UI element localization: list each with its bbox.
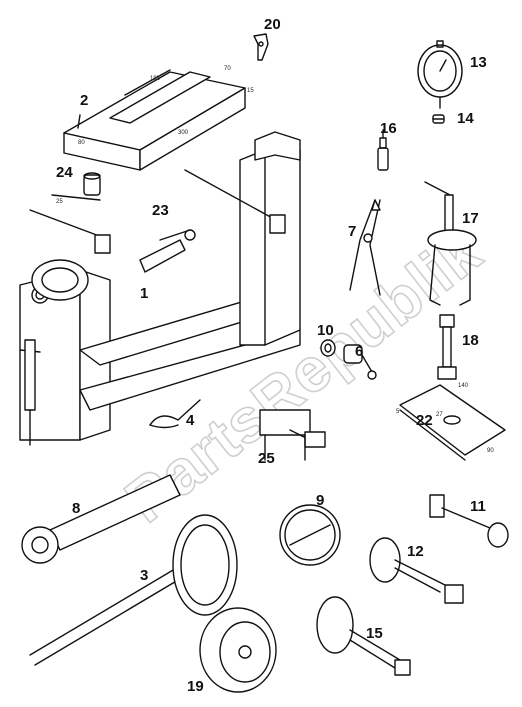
flange-tool <box>316 596 411 676</box>
engine-stand-frame <box>19 131 301 446</box>
label-part-11: 11 <box>470 498 486 515</box>
shaft-tool <box>429 494 509 548</box>
degree-disc <box>279 504 341 566</box>
dim-block-length-bottom: 300 <box>178 130 189 136</box>
label-part-1: 1 <box>140 285 148 302</box>
wooden-block <box>63 69 246 171</box>
clamp-puller <box>259 409 326 461</box>
label-part-9: 9 <box>316 492 324 509</box>
label-part-20: 20 <box>264 16 281 33</box>
label-part-10: 10 <box>317 322 334 339</box>
label-part-15: 15 <box>366 625 383 642</box>
sleeve <box>51 172 101 201</box>
clutch-holder <box>29 514 238 666</box>
crank-puller <box>369 537 464 604</box>
bearing-puller <box>424 181 477 306</box>
dimension-labels: 195 70 15 300 80 25 140 27 5 90 <box>56 66 494 454</box>
dim-block-depth: 80 <box>78 140 85 146</box>
part-labels: 1 2 3 4 6 7 8 9 10 11 12 13 14 15 16 17 … <box>56 16 487 695</box>
circlip-pliers <box>349 199 381 296</box>
label-part-8: 8 <box>72 500 80 517</box>
dial-gauge <box>417 40 463 109</box>
label-part-25: 25 <box>258 450 275 467</box>
drift-tool <box>437 314 457 380</box>
label-part-6: 6 <box>355 343 363 360</box>
dim-plate-width: 90 <box>487 448 494 454</box>
dim-plate-hole: 27 <box>436 412 443 418</box>
mounting-bracket <box>139 229 196 273</box>
label-part-19: 19 <box>187 678 204 695</box>
dim-block-height: 15 <box>247 88 254 94</box>
label-part-22: 22 <box>416 412 433 429</box>
label-part-16: 16 <box>380 120 397 137</box>
dim-block-width-top: 70 <box>224 66 231 72</box>
nut <box>320 339 336 357</box>
holding-spanner <box>21 474 181 564</box>
plate <box>399 384 506 461</box>
rotor-holder <box>199 607 277 693</box>
label-part-17: 17 <box>462 210 479 227</box>
bracket <box>253 33 269 61</box>
gauge-tip <box>432 114 445 124</box>
label-part-13: 13 <box>470 54 487 71</box>
screw <box>343 344 377 380</box>
sealant-bottle <box>377 129 389 171</box>
dim-block-length-top: 195 <box>150 76 161 82</box>
label-part-4: 4 <box>186 412 195 429</box>
label-part-18: 18 <box>462 332 479 349</box>
label-part-24: 24 <box>56 164 73 181</box>
label-part-23: 23 <box>152 202 169 219</box>
threaded-rods <box>29 169 286 254</box>
dim-plate-length: 140 <box>458 383 469 389</box>
label-part-3: 3 <box>140 567 148 584</box>
label-part-2: 2 <box>80 92 88 109</box>
label-part-12: 12 <box>407 543 424 560</box>
dim-plate-thickness: 5 <box>396 409 400 415</box>
hook-tool <box>149 399 201 429</box>
dim-sleeve-length: 25 <box>56 199 63 205</box>
label-part-14: 14 <box>457 110 474 127</box>
label-part-7: 7 <box>348 223 356 240</box>
